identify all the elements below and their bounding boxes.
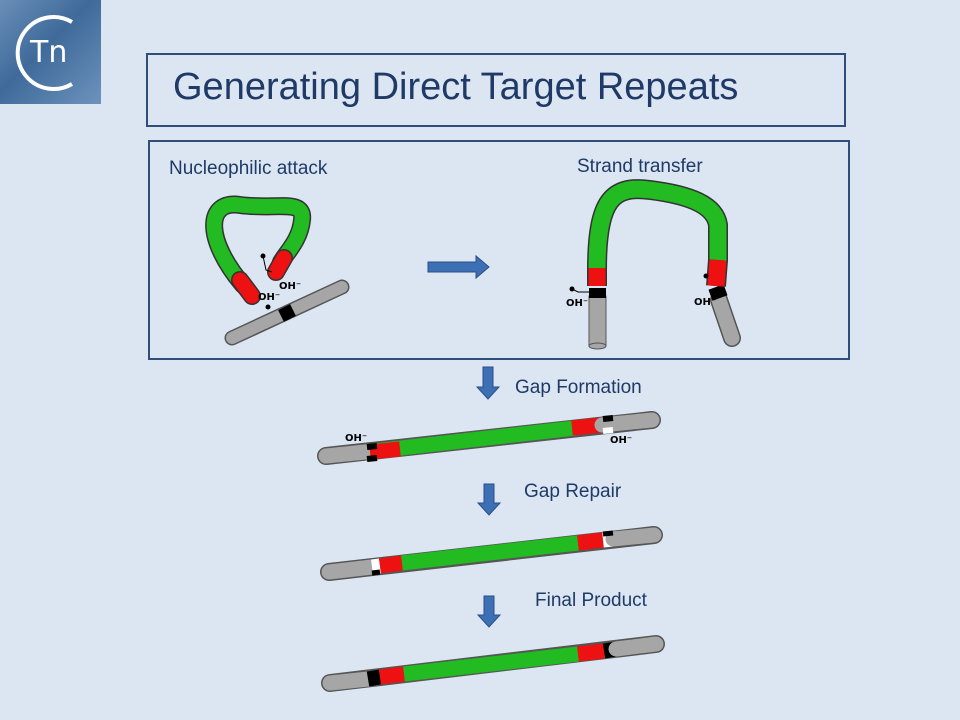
final-product-label: Final Product — [535, 590, 647, 611]
logo-text: Tn — [29, 35, 67, 70]
oh-label: OH⁻ — [258, 292, 280, 303]
right-arrow-icon — [427, 254, 490, 280]
title-box — [146, 53, 846, 127]
gap-formation-label: Gap Formation — [515, 377, 642, 398]
oh-label: OH⁻ — [694, 297, 716, 308]
down-arrow-icon — [476, 595, 502, 628]
down-arrow-icon — [475, 366, 501, 400]
final-product-dna — [321, 635, 665, 692]
nucleophilic-attack-diagram: OH⁻ OH⁻ — [205, 195, 350, 346]
target-dna-1 — [224, 279, 350, 346]
transposon-loop — [205, 195, 312, 305]
strand-transfer-diagram: OH⁻ OH⁻ — [566, 179, 741, 350]
reaction-panel — [148, 140, 850, 360]
tn-logo: Tn — [0, 0, 101, 104]
gap-formation-dna: OH⁻ OH⁻ — [317, 411, 661, 465]
gap-repair-label: Gap Repair — [524, 481, 622, 502]
oh-label: OH⁻ — [345, 433, 367, 444]
oh-label: OH⁻ — [566, 298, 588, 309]
nucleophilic-attack-label: Nucleophilic attack — [169, 158, 328, 179]
down-arrow-icon — [476, 483, 502, 516]
page-title: Generating Direct Target Repeats — [173, 66, 739, 108]
gap-repair-dna — [320, 526, 663, 581]
strand-transfer-label: Strand transfer — [577, 156, 703, 177]
oh-label: OH⁻ — [279, 281, 301, 292]
oh-label: OH⁻ — [610, 435, 632, 446]
